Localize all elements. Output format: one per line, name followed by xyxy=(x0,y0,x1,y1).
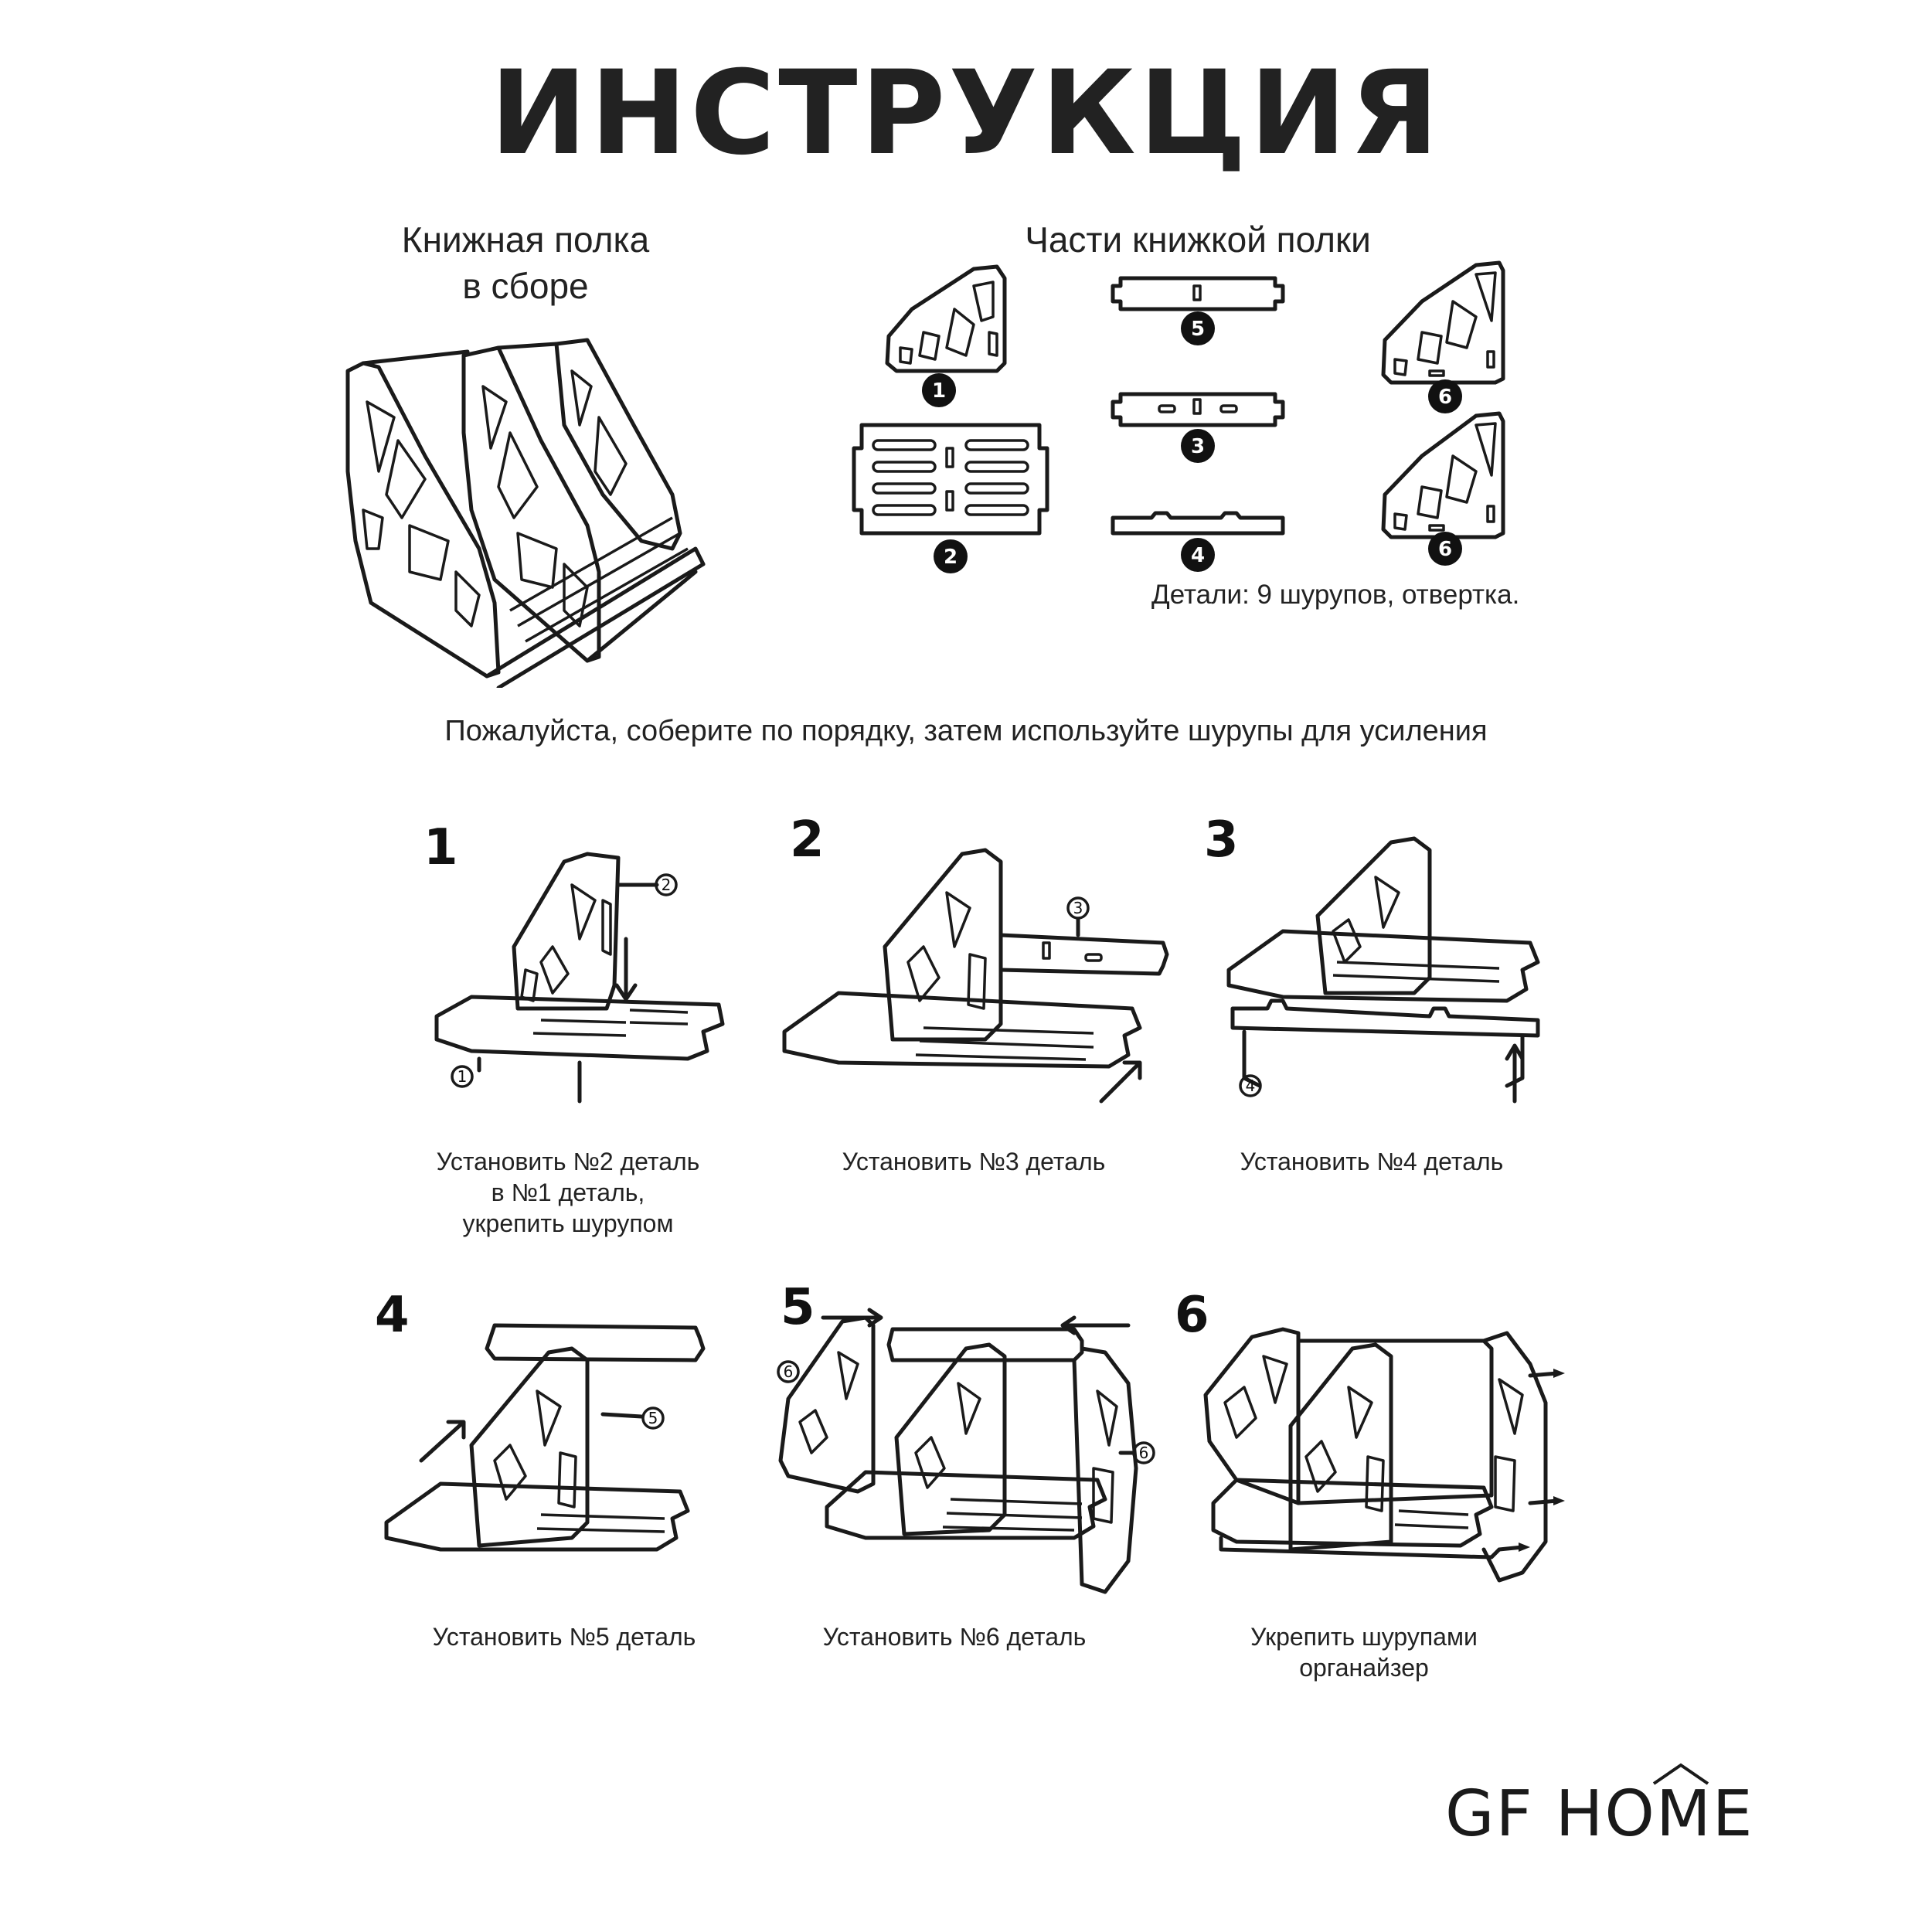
part-badge-6-bottom: 6 xyxy=(1438,538,1452,561)
part-badge-3: 3 xyxy=(1191,435,1205,458)
part-6-top-illustration: 6 xyxy=(1381,260,1505,413)
step-5-callout-6-right: 6 xyxy=(1139,1444,1149,1462)
step-1-caption-line3: укрепить шурупом xyxy=(462,1209,674,1237)
step-1-caption-line2: в №1 деталь, xyxy=(491,1179,645,1206)
step-2-illustration: 3 xyxy=(782,848,1169,1104)
step-2-callout-3: 3 xyxy=(1073,899,1083,917)
step-6-number: 6 xyxy=(1175,1287,1209,1344)
part-5-illustration: 5 xyxy=(1111,276,1285,345)
part-badge-4: 4 xyxy=(1191,544,1205,567)
part-4-illustration: 4 xyxy=(1111,511,1285,572)
step-1-caption-line1: Установить №2 деталь xyxy=(436,1148,700,1175)
step-1-callout-1: 1 xyxy=(457,1067,468,1086)
assembled-heading-line1: Книжная полка xyxy=(401,219,650,260)
step-1-caption: Установить №2 деталь в №1 деталь, укрепи… xyxy=(402,1146,734,1239)
step-4-illustration: 5 xyxy=(384,1323,706,1552)
assembled-heading: Книжная полка в сборе xyxy=(294,216,757,309)
step-5-callout-6-left: 6 xyxy=(784,1362,794,1381)
step-2-caption-line1: Установить №3 деталь xyxy=(842,1148,1106,1175)
step-1-callout-2: 2 xyxy=(662,876,672,894)
step-3-callout-4: 4 xyxy=(1246,1077,1256,1095)
step-5-caption-line1: Установить №6 деталь xyxy=(822,1623,1087,1651)
step-6-caption-line1: Укрепить шурупами xyxy=(1250,1623,1478,1651)
assembled-shelf-illustration xyxy=(345,338,706,688)
step-2-number: 2 xyxy=(790,811,825,869)
step-1-illustration: 2 1 xyxy=(434,852,725,1104)
step-5-caption: Установить №6 деталь xyxy=(773,1621,1136,1652)
step-1-number: 1 xyxy=(423,819,458,876)
step-4-caption: Установить №5 деталь xyxy=(383,1621,746,1652)
part-badge-2: 2 xyxy=(944,546,957,569)
parts-note: Детали: 9 шурупов, отвертка. xyxy=(1151,580,1520,610)
part-badge-5: 5 xyxy=(1191,318,1205,341)
parts-heading: Части книжкой полки xyxy=(1025,219,1371,260)
assembled-heading-line2: в сборе xyxy=(462,266,589,306)
roof-icon xyxy=(1652,1763,1709,1785)
step-5-number: 5 xyxy=(781,1279,815,1336)
step-3-illustration: 4 xyxy=(1226,836,1540,1104)
step-4-caption-line1: Установить №5 деталь xyxy=(432,1623,696,1651)
page-title: ИНСТРУКЦИЯ xyxy=(490,46,1442,181)
step-4-number: 4 xyxy=(375,1287,410,1344)
part-3-illustration: 3 xyxy=(1111,392,1285,463)
brand-name: GF HOME xyxy=(1445,1777,1754,1851)
part-badge-6-top: 6 xyxy=(1438,386,1452,409)
part-2-illustration: 2 xyxy=(852,423,1049,573)
step-4-callout-5: 5 xyxy=(648,1409,658,1427)
assembly-instruction: Пожалуйста, соберите по порядку, затем и… xyxy=(444,715,1488,747)
step-6-caption: Укрепить шурупами органайзер xyxy=(1182,1621,1546,1683)
part-6-bottom-illustration: 6 xyxy=(1381,411,1505,566)
step-6-illustration xyxy=(1203,1327,1565,1583)
step-6-caption-line2: органайзер xyxy=(1299,1654,1429,1682)
step-2-caption: Установить №3 деталь xyxy=(792,1146,1155,1177)
part-1-illustration: 1 xyxy=(885,264,1007,407)
step-5-illustration: 6 6 xyxy=(777,1308,1155,1594)
step-3-number: 3 xyxy=(1204,811,1239,869)
step-3-caption-line1: Установить №4 деталь xyxy=(1240,1148,1504,1175)
brand-logo: GF HOME xyxy=(1445,1762,1785,1851)
step-3-caption: Установить №4 деталь xyxy=(1190,1146,1553,1177)
part-badge-1: 1 xyxy=(932,379,946,403)
